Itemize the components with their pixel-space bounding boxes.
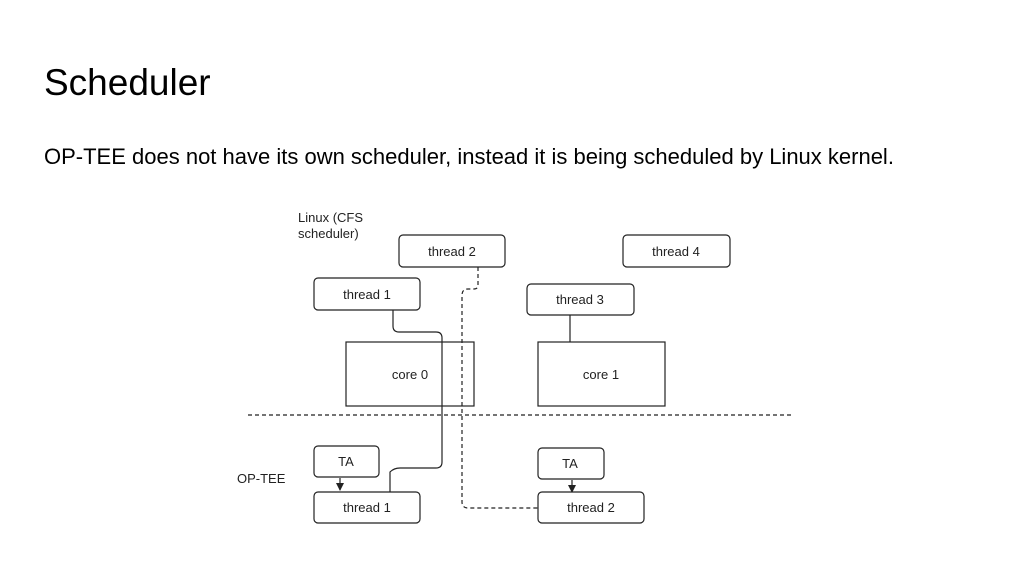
slide-title: Scheduler (44, 62, 211, 103)
optee-ta-left-label: TA (338, 454, 354, 469)
linux-cfs-label-line1: Linux (CFS (298, 210, 363, 225)
thread1-migration-connector (389, 310, 443, 492)
core-0-label: core 0 (392, 367, 428, 382)
linux-thread-2-node: thread 2 (398, 234, 506, 268)
linux-thread-3-node: thread 3 (526, 283, 635, 316)
optee-thread-2-node: thread 2 (537, 491, 645, 524)
core-1-label: core 1 (583, 367, 619, 382)
optee-thread-1-node: thread 1 (313, 491, 421, 524)
core-1-box: core 1 (537, 341, 666, 407)
optee-ta-right-label: TA (562, 456, 578, 471)
linux-thread-1-node: thread 1 (313, 277, 421, 311)
linux-thread-4-label: thread 4 (652, 244, 700, 259)
linux-thread-4-node: thread 4 (622, 234, 731, 268)
optee-thread-1-label: thread 1 (343, 500, 391, 515)
linux-thread-1-label: thread 1 (343, 287, 391, 302)
thread2-migration-connector (461, 267, 538, 509)
core-0-box: core 0 (345, 341, 475, 407)
optee-thread-2-label: thread 2 (567, 500, 615, 515)
optee-label: OP-TEE (237, 471, 286, 486)
linux-thread-3-label: thread 3 (556, 292, 604, 307)
linux-thread-2-label: thread 2 (428, 244, 476, 259)
slide-body-text: OP-TEE does not have its own scheduler, … (44, 144, 894, 169)
optee-ta-left-node: TA (313, 445, 380, 478)
optee-ta-right-node: TA (537, 447, 605, 480)
linux-cfs-label-line2: scheduler) (298, 226, 359, 241)
